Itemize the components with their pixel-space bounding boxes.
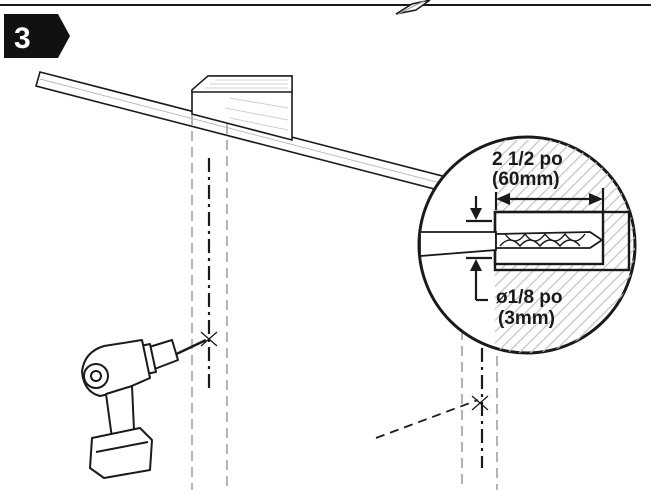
depth-metric-label: (60mm)	[492, 169, 560, 190]
stud-guide-right	[461, 330, 498, 490]
detail-callout: 2 1/2 po (60mm) ø1/8 po (3mm)	[417, 135, 637, 355]
pointer-line	[375, 399, 479, 439]
drill-bit-icon	[419, 231, 604, 257]
diameter-metric-label: (3mm)	[498, 308, 555, 329]
stud-guide-left	[191, 115, 228, 490]
crosshair-icon	[200, 331, 218, 347]
depth-imperial-label: 2 1/2 po	[492, 149, 563, 170]
step-badge: 3	[4, 14, 70, 58]
diameter-imperial-label: ø1/8 po	[496, 287, 563, 308]
pencil-icon	[395, 0, 431, 15]
wood-block	[191, 75, 293, 142]
diameter-dimension	[466, 196, 492, 302]
drill-icon	[81, 338, 207, 479]
step-number: 3	[14, 22, 31, 55]
depth-dimension	[494, 188, 605, 212]
crosshair-icon	[471, 395, 489, 411]
